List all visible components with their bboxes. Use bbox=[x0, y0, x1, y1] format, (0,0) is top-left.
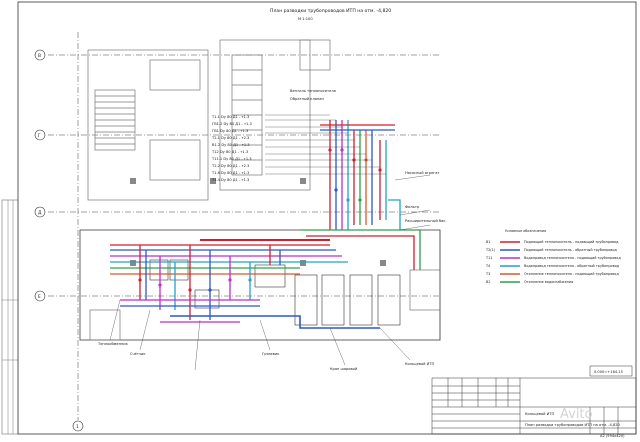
misc-callouts: Вентиль теплоносителя Обратный клапан На… bbox=[97, 89, 446, 371]
legend-code-5: В2 bbox=[486, 280, 490, 284]
label-misc-5: Теплообменник bbox=[97, 342, 129, 346]
legend-text-0: Подающий теплоноситель - подающий трубоп… bbox=[524, 240, 619, 244]
structural-columns bbox=[130, 178, 386, 266]
axis-col-0: 1 bbox=[76, 424, 79, 430]
legend-text-3: Водопровод теплоносителя - обратный труб… bbox=[524, 264, 620, 268]
label-misc-4: Расширительный бак bbox=[405, 219, 446, 223]
level-mark: 0.000=+164.15 bbox=[589, 365, 633, 377]
axis-row-2: Д bbox=[38, 210, 42, 216]
label-misc-9: Кран шаровой bbox=[330, 367, 358, 371]
label-left-7: Т2.2 Dy 80 Д1 - т2.3 bbox=[211, 164, 249, 168]
equipment bbox=[149, 259, 401, 326]
axis-row-3: Е bbox=[38, 294, 41, 300]
legend-text-1: Подающий теплоноситель - обратный трубоп… bbox=[524, 248, 617, 252]
label-left-5: Т12 Dy 80 Д1 - т1.3 bbox=[211, 150, 248, 154]
building-walls bbox=[79, 39, 441, 341]
label-misc-8: Грязевик bbox=[262, 352, 280, 356]
pipelines bbox=[110, 120, 421, 329]
legend-title: Условные обозначения bbox=[505, 229, 546, 233]
leader-lines bbox=[109, 114, 431, 371]
label-left-4: В1.2 Dy 80 Д1 - т1.3 bbox=[212, 143, 250, 147]
legend-code-4: Т3 bbox=[485, 272, 490, 276]
label-left-8: Т1.6 Dy 80 Д1 - т1.3 bbox=[211, 171, 249, 175]
legend-code-0: В1 bbox=[486, 240, 490, 244]
label-left-0: Т1.1 Dy 80 Д1 - т1.3 bbox=[211, 115, 249, 119]
title-block bbox=[431, 377, 637, 435]
label-left-3: Т2.1 Dy 80 Д1 - т2.3 bbox=[211, 136, 249, 140]
label-left-9: Т1.4 Dy 80 Д1 - т1.3 bbox=[211, 178, 249, 182]
side-stamp bbox=[1, 199, 19, 435]
label-misc-2: Насосный агрегат bbox=[405, 171, 440, 175]
label-left-1: ГВ1.2 Dy 80 Д1 - т1.3 bbox=[212, 122, 252, 126]
axis-row-1: Г bbox=[38, 133, 41, 139]
legend-text-5: Отопление водоснабжения bbox=[524, 280, 573, 284]
sheet-frame bbox=[17, 1, 637, 435]
label-left-2: ГВ1 Dy 80 Д1 - т1.3 bbox=[212, 129, 248, 133]
axis-markers: В Г Д Е 1 bbox=[34, 49, 84, 432]
sheet-format: А2 (594х420) bbox=[600, 434, 625, 438]
valves bbox=[138, 148, 382, 292]
legend-text-2: Водопровод теплоносителя - подающий труб… bbox=[524, 256, 621, 260]
stamp-sheet: План разводки трубопроводов ИТП на отм. … bbox=[525, 423, 621, 427]
stamp-name: Кольцевой ИТП bbox=[525, 412, 555, 416]
avito-watermark: Avito bbox=[560, 407, 593, 422]
legend-text-4: Отопление теплоносителя - подающий трубо… bbox=[524, 272, 619, 276]
legend-code-3: Т4 bbox=[485, 264, 490, 268]
axis-row-0: В bbox=[38, 53, 41, 59]
drawing-scale: М 1:100 bbox=[298, 17, 313, 21]
label-misc-6: Счётчик bbox=[130, 352, 146, 356]
level-mark-text: 0.000=+164.15 bbox=[594, 370, 623, 374]
legend-code-2: Т11 bbox=[485, 256, 492, 260]
label-misc-3: Фильтр bbox=[405, 205, 420, 209]
legend-code-1: Т2(1) bbox=[485, 248, 496, 252]
label-misc-1: Обратный клапан bbox=[290, 97, 325, 101]
drawing-title: План разводки трубопроводов ИТП на отм. … bbox=[270, 8, 391, 14]
label-misc-0: Вентиль теплоносителя bbox=[290, 89, 336, 93]
label-left-6: Т11.1 Dy 80 Д1 - т1.3 bbox=[211, 157, 252, 161]
label-misc-7: Кольцевой ИТП bbox=[405, 362, 435, 366]
left-callouts: Т1.1 Dy 80 Д1 - т1.3 ГВ1.2 Dy 80 Д1 - т1… bbox=[211, 115, 252, 182]
